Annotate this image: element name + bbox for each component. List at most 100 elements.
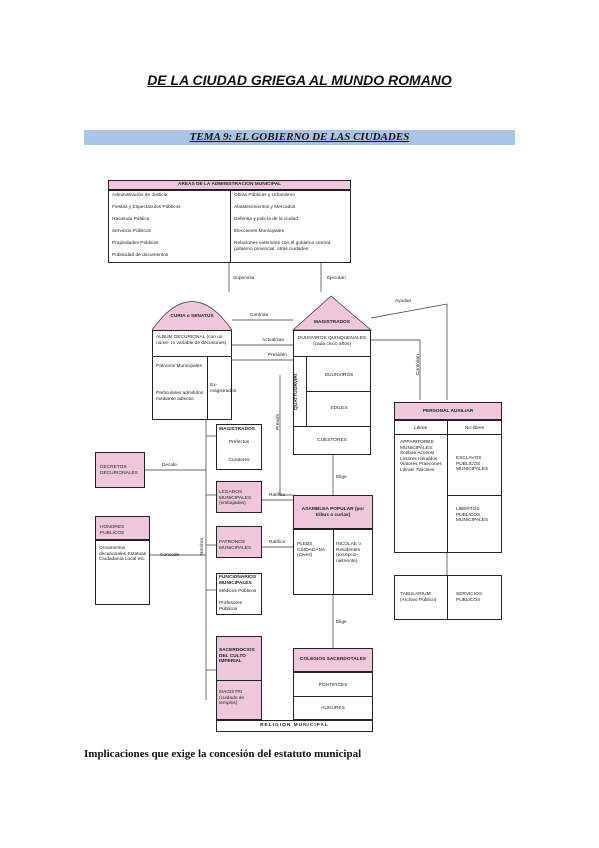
personal-vline: [447, 420, 448, 553]
curia-exmagistrados: Ex-magistrados: [210, 383, 237, 394]
colegios-header-box: [293, 648, 373, 672]
personal-nolibres: No-libres: [464, 426, 485, 431]
colegios-pontifices: PONTIFICES: [318, 683, 348, 688]
honores-header-box: [95, 516, 150, 540]
label-nombra: Nombra: [200, 537, 205, 555]
area-right-4: Elecciones Municipales: [234, 229, 284, 234]
magistrados-line-2: [306, 391, 371, 392]
sacerdocios-divider: [216, 680, 262, 681]
area-right-3: Defensa y policía de la ciudad: [234, 217, 298, 222]
personal-libertos: LIBERTOS PUBLICOS MUNICIPALES: [456, 507, 489, 524]
areas-box: [108, 190, 351, 263]
asamblea-vline: [333, 529, 334, 595]
personal-apparitores: APPARITORES MUNICIPALES: Scribae Accensi…: [400, 440, 442, 473]
label-presidir: Presidir: [276, 413, 281, 430]
medicos-label: Médicos Públicos: [219, 589, 257, 594]
asamblea-header-box: [293, 495, 373, 529]
personal-libres: Libres: [413, 426, 428, 431]
religion-label: RELIGION MUNICIPAL: [260, 723, 329, 728]
area-right-5: Relaciones exteriores con el gobierno ce…: [234, 241, 332, 252]
label-ratifica-1: Ratifica: [269, 493, 285, 498]
area-left-6: Publicidad de documentos: [112, 253, 169, 258]
colegios-title: COLEGIOS SACERDOTALES: [299, 657, 366, 662]
areas-header-box: [108, 180, 351, 190]
curia-vdivider: [207, 356, 208, 420]
label-elige-1: Elige: [336, 475, 347, 480]
magistrados-box: [293, 330, 371, 455]
funcionarios-box: [216, 573, 262, 615]
magistrados-duunviros: DUUNVIROS: [324, 373, 354, 378]
decretos-label: DECRETOS DECURIONALES: [100, 465, 138, 476]
personal-hline-2: [447, 495, 502, 496]
label-actualizan: Actualizan: [262, 338, 285, 343]
topic-banner: [84, 130, 515, 145]
magistri-label: MAGISTRI (cuidado de templos): [219, 690, 245, 707]
area-right-1: Obras Públicas y Urbanismo: [234, 193, 295, 198]
asamblea-plebs: PLEBS CIUDADANA (Cives): [297, 542, 325, 559]
label-elige-2: Elige: [336, 620, 347, 625]
magistrados-line-1: [293, 356, 371, 357]
asamblea-title: ASAMBLEA POPULAR (por tribus o curias): [301, 507, 365, 518]
label-ejecutan: Ejecutan: [327, 276, 346, 281]
figure-caption: Implicaciones que exige la concesión del…: [84, 748, 362, 760]
patronos-box: [216, 526, 262, 558]
asamblea-incolae: INCOLAE o Residentes (excepcio- nalmente…: [336, 542, 362, 564]
curia-album: ALBUM DECURIONAL (con un núme- ro variab…: [156, 335, 227, 346]
prefectos-label: Prefectos: [228, 440, 250, 445]
tabularium-vline: [447, 575, 448, 620]
personal-servicios: SERVICIOS PUBLICOS: [456, 592, 483, 603]
topic-title: TEMA 9: EL GOBIERNO DE LAS CIUDADES: [189, 131, 410, 143]
curia-divider: [152, 356, 232, 357]
religion-box: [216, 720, 373, 732]
tabularium-box: [394, 575, 502, 620]
profesores-label: Profesores Públicos: [219, 601, 243, 612]
personal-box: [394, 420, 502, 553]
label-controla: Controla: [250, 313, 269, 318]
patronos-label: PATRONOS MUNICIPALES: [219, 540, 252, 551]
area-left-1: Administración de Justicia: [112, 193, 168, 198]
magistrados-small-title: MAGISTRADOS: [219, 427, 255, 432]
areas-header: AREAS DE LA ADMINISTRACION MUNICIPAL: [177, 182, 282, 187]
funcionarios-label: FUNCIONARIOS MUNICIPALES: [219, 575, 257, 586]
personal-esclavos: ESCLAVOS PUBLICOS MUNICIPALES: [456, 456, 489, 473]
colegios-augures: AUGURES: [321, 706, 345, 711]
area-left-4: Servicios Públicos: [112, 229, 151, 234]
area-left-2: Fiestas y Espectáculos Públicos: [112, 205, 181, 210]
areas-divider: [230, 190, 231, 263]
honores-label: HONORES PUBLICOS: [100, 525, 125, 536]
magistrados-duunviros-q: DUUNVIROS QUINQUENALES (cada cinco años): [297, 336, 367, 347]
sacerdocios-box: [216, 636, 262, 720]
magistrados-title: MAGISTRADOS: [314, 320, 350, 325]
label-controlan: Controlan: [416, 354, 421, 375]
colegios-divider: [293, 696, 373, 697]
personal-hline: [394, 434, 502, 435]
sacerdocios-label: SACERDOCIOS DEL CULTO IMPERIAL: [219, 648, 255, 665]
area-left-5: Propiedades Públicas: [112, 241, 159, 246]
curatores-label: Curatores: [228, 458, 250, 463]
personal-tabularium: TABULARIUM (Archivo Público): [400, 592, 437, 603]
label-supervisa: Supervisa: [233, 276, 255, 281]
label-presiden: Presiden: [268, 353, 287, 358]
magistrados-ediles: EDILES: [330, 406, 348, 411]
decretos-box: [95, 452, 145, 488]
label-concede: Concede: [160, 553, 180, 558]
magistrados-quattuorviri: QUATTUORVIRI: [294, 374, 300, 410]
honores-box: [95, 540, 150, 605]
label-decide: Decide: [162, 463, 177, 468]
curia-patronos: Patronos Municipales: [156, 364, 202, 369]
area-left-3: Hacienda Pública: [112, 217, 150, 222]
curia-box: [152, 330, 232, 420]
magistrados-line-3: [293, 426, 371, 427]
curia-particulares: Particulares admitidos mediante adlectio: [156, 391, 204, 402]
magistrados-cuestores: CUESTORES: [317, 438, 347, 443]
legados-label: LEGADOS MUNICIPALES (embajadas): [219, 490, 252, 507]
magistrados-small-box: [216, 424, 262, 470]
area-right-2: Abastecimientos y Mercados: [234, 205, 296, 210]
label-ratifica-2: Ratifica: [269, 540, 285, 545]
personal-header-box: [394, 402, 502, 420]
curia-title: CURIA o SENATUS: [170, 314, 214, 319]
label-ayudan: Ayudan: [395, 299, 412, 304]
honores-list: Ornamentos decurionales Estatuas Ciudada…: [99, 546, 147, 563]
legados-box: [216, 481, 262, 513]
